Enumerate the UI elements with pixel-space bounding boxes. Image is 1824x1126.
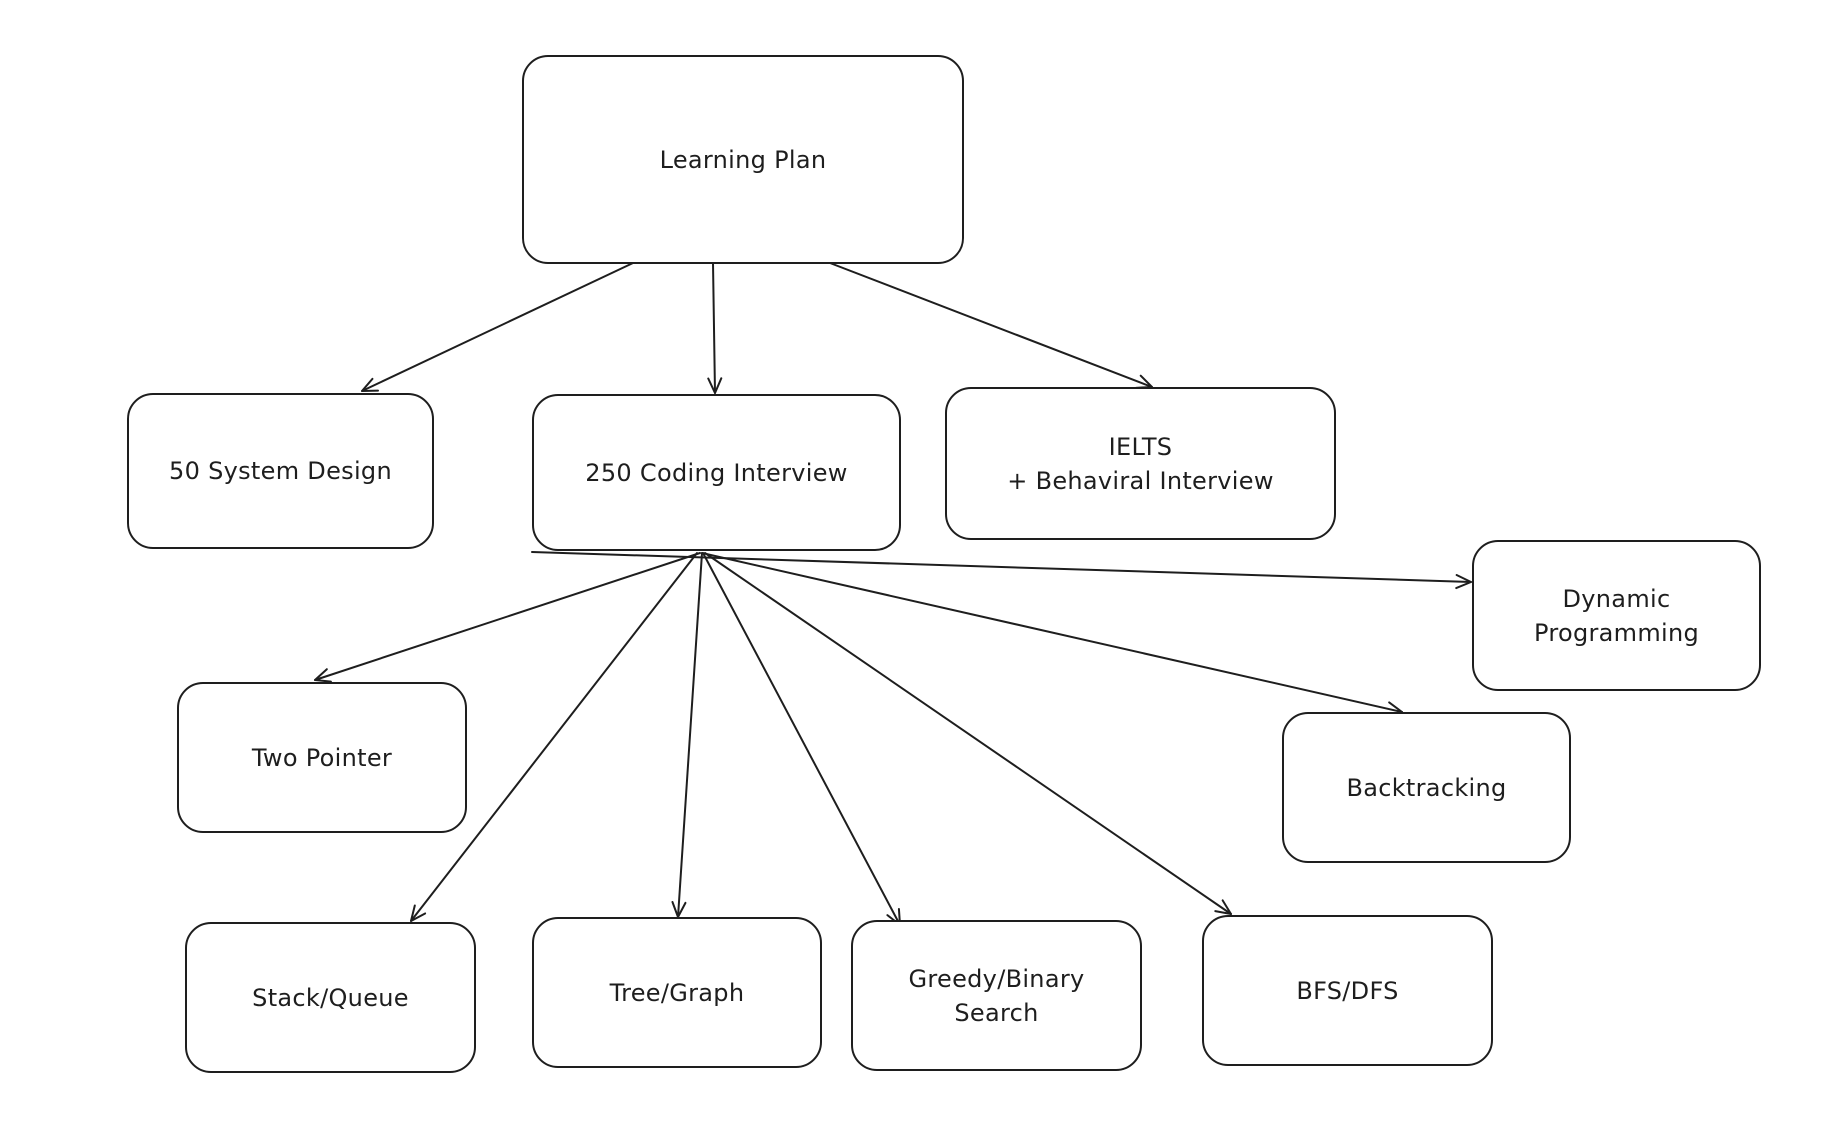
node-label: Two Pointer <box>251 743 393 772</box>
node-label: 250 Coding Interview <box>585 458 848 487</box>
node-coding-interview[interactable]: 250 Coding Interview <box>532 394 901 551</box>
arrowhead-icon <box>410 904 427 922</box>
edge-coding-to-two_pointer <box>314 552 701 683</box>
node-learning-plan[interactable]: Learning Plan <box>522 55 964 264</box>
node-dynamic-programming[interactable]: Dynamic Programming <box>1472 540 1761 691</box>
node-bfs-dfs[interactable]: BFS/DFS <box>1202 915 1493 1066</box>
node-ielts-behavioral[interactable]: IELTS + Behaviral Interview <box>945 387 1336 540</box>
node-label: Tree/Graph <box>609 978 745 1007</box>
edge-line <box>361 262 634 392</box>
node-label: Learning Plan <box>659 145 827 174</box>
edge-coding-to-greedy_binary <box>702 552 901 926</box>
node-label: BFS/DFS <box>1296 976 1399 1005</box>
node-stack-queue[interactable]: Stack/Queue <box>185 922 476 1073</box>
arrowhead-icon <box>314 668 332 683</box>
edge-line <box>531 551 1472 583</box>
node-label: Stack/Queue <box>252 983 409 1012</box>
edge-root-to-ielts <box>829 262 1153 389</box>
node-system-design[interactable]: 50 System Design <box>127 393 434 549</box>
edge-line <box>701 552 1403 713</box>
edge-coding-to-tree_graph <box>671 552 703 918</box>
node-label: Dynamic Programming <box>1533 584 1700 647</box>
edge-line <box>410 552 698 922</box>
edge-line <box>314 552 701 681</box>
node-greedy-binary-search[interactable]: Greedy/Binary Search <box>851 920 1142 1071</box>
edge-root-to-coding <box>707 262 723 394</box>
node-two-pointer[interactable]: Two Pointer <box>177 682 467 833</box>
edge-root-to-system_design <box>361 262 634 392</box>
arrowhead-icon <box>707 377 723 394</box>
edge-line <box>677 552 703 918</box>
edge-line <box>704 552 1232 915</box>
edge-line <box>702 552 901 926</box>
arrowhead-icon <box>361 377 379 392</box>
node-backtracking[interactable]: Backtracking <box>1282 712 1571 863</box>
edge-coding-to-bfs_dfs <box>704 552 1232 915</box>
edge-line <box>829 262 1153 388</box>
node-label: 50 System Design <box>169 457 392 485</box>
arrowhead-icon <box>1214 899 1232 915</box>
arrowhead-icon <box>1455 574 1472 590</box>
node-label: IELTS + Behaviral Interview <box>1007 432 1274 495</box>
node-label: Backtracking <box>1346 773 1507 802</box>
edge-coding-to-stack_queue <box>410 552 698 922</box>
node-tree-graph[interactable]: Tree/Graph <box>532 917 822 1068</box>
edge-line <box>712 262 716 394</box>
node-label: Greedy/Binary Search <box>908 964 1085 1027</box>
